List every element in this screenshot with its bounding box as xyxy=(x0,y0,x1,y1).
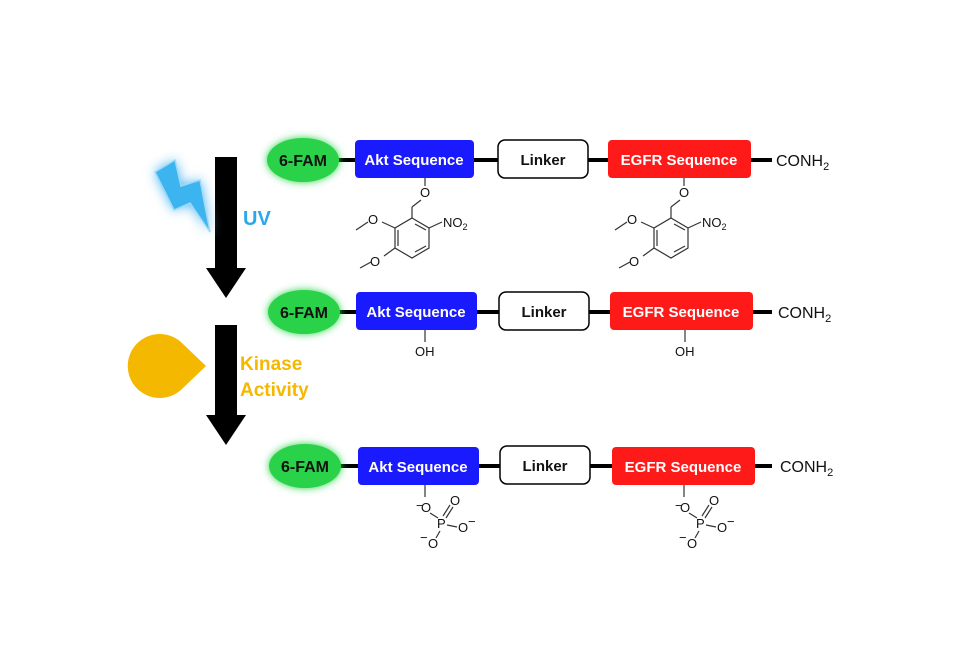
egfr-label: EGFR Sequence xyxy=(621,152,738,169)
fam-label: 6-FAM xyxy=(280,305,328,322)
svg-text:O: O xyxy=(709,493,719,508)
svg-text:O: O xyxy=(420,185,430,200)
phosphate-group-akt: − O P O O − O − xyxy=(416,485,476,551)
egfr-box xyxy=(610,292,753,330)
svg-text:O: O xyxy=(370,254,380,269)
svg-text:O: O xyxy=(680,500,690,515)
akt-label: Akt Sequence xyxy=(364,152,463,169)
kinase-step: Kinase Activity xyxy=(127,325,309,445)
svg-text:O: O xyxy=(368,212,378,227)
svg-text:−: − xyxy=(675,498,683,513)
svg-text:O: O xyxy=(629,254,639,269)
egfr-box xyxy=(612,447,755,485)
egfr-box xyxy=(608,140,751,178)
svg-text:−: − xyxy=(468,514,476,529)
svg-text:−: − xyxy=(420,530,428,545)
linker-box xyxy=(498,291,590,331)
construct-uncaged: 6-FAM Akt Sequence Linker EGFR Sequence … xyxy=(268,290,831,359)
svg-text:O: O xyxy=(458,520,468,535)
akt-box xyxy=(358,447,479,485)
akt-label: Akt Sequence xyxy=(368,459,467,476)
kinase-label-line1: Kinase xyxy=(240,354,302,375)
akt-label: Akt Sequence xyxy=(366,304,465,321)
lightning-bolt-icon xyxy=(154,158,211,233)
linker-label: Linker xyxy=(520,152,565,169)
fam-label: 6-FAM xyxy=(281,459,329,476)
egfr-label: EGFR Sequence xyxy=(625,459,742,476)
c-terminus-label: CONH2 xyxy=(778,305,831,325)
svg-text:O: O xyxy=(428,536,438,551)
uv-step: UV xyxy=(154,157,271,298)
nitroveratryl-cage-egfr: O NO2 O O xyxy=(614,178,727,269)
hydroxyl-akt: OH xyxy=(415,344,435,359)
svg-text:P: P xyxy=(696,516,705,531)
nitroveratryl-cage-akt: O NO2 O O xyxy=(355,178,468,269)
svg-text:O: O xyxy=(687,536,697,551)
phosphate-group-egfr: − O P O O − O − xyxy=(675,485,735,551)
linker-label: Linker xyxy=(522,458,567,475)
svg-text:O: O xyxy=(679,185,689,200)
fam-label: 6-FAM xyxy=(279,153,327,170)
uv-label: UV xyxy=(243,208,271,230)
svg-text:O: O xyxy=(421,500,431,515)
svg-text:O: O xyxy=(450,493,460,508)
c-terminus-label: CONH2 xyxy=(776,153,829,173)
linker-box xyxy=(499,445,591,485)
svg-text:P: P xyxy=(437,516,446,531)
pacman-kinase-icon xyxy=(127,334,206,399)
svg-text:NO2: NO2 xyxy=(702,215,727,232)
svg-text:O: O xyxy=(717,520,727,535)
linker-label: Linker xyxy=(521,304,566,321)
construct-phosphorylated: 6-FAM Akt Sequence Linker EGFR Sequence … xyxy=(269,444,833,551)
down-arrow-uv xyxy=(206,157,246,298)
fam-ellipse xyxy=(269,444,341,488)
egfr-label: EGFR Sequence xyxy=(623,304,740,321)
c-terminus-label: CONH2 xyxy=(780,459,833,479)
kinase-label-line2: Activity xyxy=(240,380,309,401)
construct-caged: 6-FAM Akt Sequence Linker EGFR Sequence … xyxy=(267,138,829,269)
fam-ellipse xyxy=(267,138,339,182)
svg-text:−: − xyxy=(679,530,687,545)
fam-ellipse xyxy=(268,290,340,334)
nitro-label: NO2 xyxy=(443,215,468,232)
linker-box xyxy=(497,139,589,179)
svg-text:−: − xyxy=(416,498,424,513)
svg-text:−: − xyxy=(727,514,735,529)
svg-text:O: O xyxy=(627,212,637,227)
down-arrow-kinase xyxy=(206,325,246,445)
akt-box xyxy=(355,140,474,178)
hydroxyl-egfr: OH xyxy=(675,344,695,359)
akt-box xyxy=(356,292,477,330)
